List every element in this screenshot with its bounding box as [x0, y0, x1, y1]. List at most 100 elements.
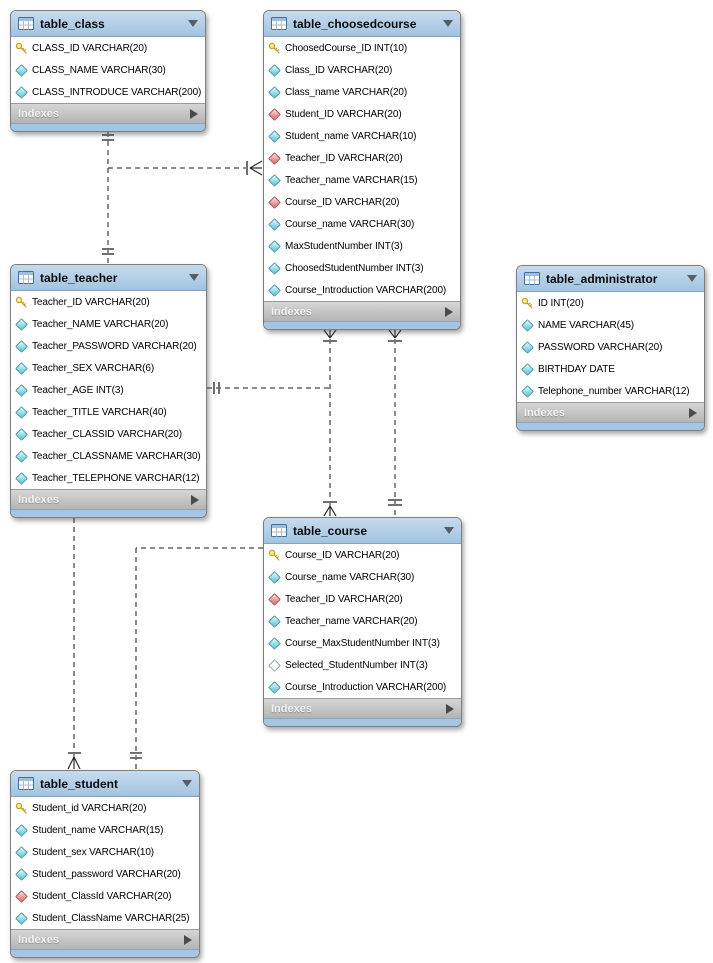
column-row[interactable]: Course_name VARCHAR(30) [264, 213, 460, 235]
column-row[interactable]: Course_ID VARCHAR(20) [264, 544, 461, 566]
table-header[interactable]: table_administrator [517, 266, 704, 292]
column-row[interactable]: Student_name VARCHAR(10) [264, 125, 460, 147]
column-row[interactable]: Student_ID VARCHAR(20) [264, 103, 460, 125]
table-header[interactable]: table_student [11, 771, 199, 797]
column-row[interactable]: Student_ClassId VARCHAR(20) [11, 885, 199, 907]
collapse-arrow-icon[interactable] [189, 274, 199, 281]
column-icon [267, 636, 281, 650]
collapse-arrow-icon[interactable] [443, 20, 453, 27]
column-row[interactable]: Course_ID VARCHAR(20) [264, 191, 460, 213]
primary-key-icon [15, 42, 27, 54]
diamond-glyph [520, 318, 534, 332]
table-header[interactable]: table_choosedcourse [264, 11, 460, 37]
foreign-key-column-icon [267, 195, 281, 209]
column-row[interactable]: Teacher_TELEPHONE VARCHAR(12) [11, 467, 206, 489]
column-row[interactable]: Student_name VARCHAR(15) [11, 819, 199, 841]
column-row[interactable]: Teacher_CLASSID VARCHAR(20) [11, 423, 206, 445]
column-row[interactable]: ChoosedStudentNumber INT(3) [264, 257, 460, 279]
expand-arrow-icon[interactable] [190, 108, 198, 119]
indexes-section[interactable]: Indexes [264, 698, 461, 718]
column-icon [14, 405, 28, 419]
foreign-key-column-icon [267, 592, 281, 606]
column-row[interactable]: Course_name VARCHAR(30) [264, 566, 461, 588]
column-row[interactable]: Class_ID VARCHAR(20) [264, 59, 460, 81]
column-label: CLASS_ID VARCHAR(20) [32, 42, 148, 54]
column-row[interactable]: NAME VARCHAR(45) [517, 314, 704, 336]
column-row[interactable]: Teacher_AGE INT(3) [11, 379, 206, 401]
expand-arrow-icon[interactable] [689, 407, 697, 418]
column-row[interactable]: CLASS_INTRODUCE VARCHAR(200) [11, 81, 205, 103]
column-label: Course_name VARCHAR(30) [285, 218, 415, 230]
diamond-glyph [267, 283, 281, 297]
expand-arrow-icon[interactable] [191, 494, 199, 505]
column-row[interactable]: Teacher_SEX VARCHAR(6) [11, 357, 206, 379]
table-header[interactable]: table_class [11, 11, 205, 37]
column-row[interactable]: Teacher_name VARCHAR(15) [264, 169, 460, 191]
column-row[interactable]: Teacher_name VARCHAR(20) [264, 610, 461, 632]
column-row[interactable]: Student_sex VARCHAR(10) [11, 841, 199, 863]
column-row[interactable]: Telephone_number VARCHAR(12) [517, 380, 704, 402]
column-row[interactable]: Teacher_ID VARCHAR(20) [264, 147, 460, 169]
collapse-arrow-icon[interactable] [687, 275, 697, 282]
relationship-choosedcourse-course[interactable] [388, 329, 402, 517]
column-icon [267, 129, 281, 143]
column-row[interactable]: PASSWORD VARCHAR(20) [517, 336, 704, 358]
collapse-arrow-icon[interactable] [444, 527, 454, 534]
column-row[interactable]: Student_id VARCHAR(20) [11, 797, 199, 819]
relationship-class-choosedcourse[interactable] [108, 160, 263, 176]
column-label: Teacher_TITLE VARCHAR(40) [32, 406, 167, 418]
column-row[interactable]: Class_name VARCHAR(20) [264, 81, 460, 103]
expand-arrow-icon[interactable] [445, 306, 453, 317]
relationship-class-teacher[interactable] [102, 132, 114, 264]
indexes-section[interactable]: Indexes [11, 103, 205, 123]
relationship-course-student[interactable] [130, 547, 263, 770]
expand-arrow-icon[interactable] [184, 934, 192, 945]
column-row[interactable]: Teacher_NAME VARCHAR(20) [11, 313, 206, 335]
table-header[interactable]: table_teacher [11, 265, 206, 291]
column-row[interactable]: Course_Introduction VARCHAR(200) [264, 279, 460, 301]
column-row[interactable]: CLASS_ID VARCHAR(20) [11, 37, 205, 59]
table-icon [18, 17, 34, 30]
column-row[interactable]: Course_MaxStudentNumber INT(3) [264, 632, 461, 654]
table-header[interactable]: table_course [264, 518, 461, 544]
indexes-section[interactable]: Indexes [264, 301, 460, 321]
column-row[interactable]: Student_password VARCHAR(20) [11, 863, 199, 885]
foreign-key-column-icon [267, 107, 281, 121]
column-row[interactable]: Selected_StudentNumber INT(3) [264, 654, 461, 676]
column-row[interactable]: Teacher_TITLE VARCHAR(40) [11, 401, 206, 423]
column-icon [267, 680, 281, 694]
column-row[interactable]: MaxStudentNumber INT(3) [264, 235, 460, 257]
indexes-section[interactable]: Indexes [11, 489, 206, 509]
diamond-glyph [520, 340, 534, 354]
table-icon [271, 17, 287, 30]
indexes-label: Indexes [18, 493, 59, 506]
column-row[interactable]: Teacher_ID VARCHAR(20) [264, 588, 461, 610]
column-label: ChoosedCourse_ID INT(10) [285, 42, 408, 54]
collapse-arrow-icon[interactable] [188, 20, 198, 27]
indexes-section[interactable]: Indexes [517, 402, 704, 422]
column-row[interactable]: ID INT(20) [517, 292, 704, 314]
collapse-arrow-icon[interactable] [182, 780, 192, 787]
column-row[interactable]: Teacher_CLASSNAME VARCHAR(30) [11, 445, 206, 467]
expand-arrow-icon[interactable] [446, 703, 454, 714]
column-row[interactable]: ChoosedCourse_ID INT(10) [264, 37, 460, 59]
column-row[interactable]: CLASS_NAME VARCHAR(30) [11, 59, 205, 81]
column-row[interactable]: Course_Introduction VARCHAR(200) [264, 676, 461, 698]
column-label: Student_ClassId VARCHAR(20) [32, 890, 172, 902]
column-row[interactable]: Teacher_PASSWORD VARCHAR(20) [11, 335, 206, 357]
column-row[interactable]: Teacher_ID VARCHAR(20) [11, 291, 206, 313]
column-label: Course_ID VARCHAR(20) [285, 549, 400, 561]
column-label: Course_MaxStudentNumber INT(3) [285, 637, 440, 649]
column-row[interactable]: BIRTHDAY DATE [517, 358, 704, 380]
column-row[interactable]: Student_ClassName VARCHAR(25) [11, 907, 199, 929]
relationship-teacher-student[interactable] [67, 518, 81, 770]
relationship-teacher-choosedcourse-course[interactable] [207, 329, 337, 517]
indexes-section[interactable]: Indexes [11, 929, 199, 949]
indexes-label: Indexes [271, 702, 312, 715]
